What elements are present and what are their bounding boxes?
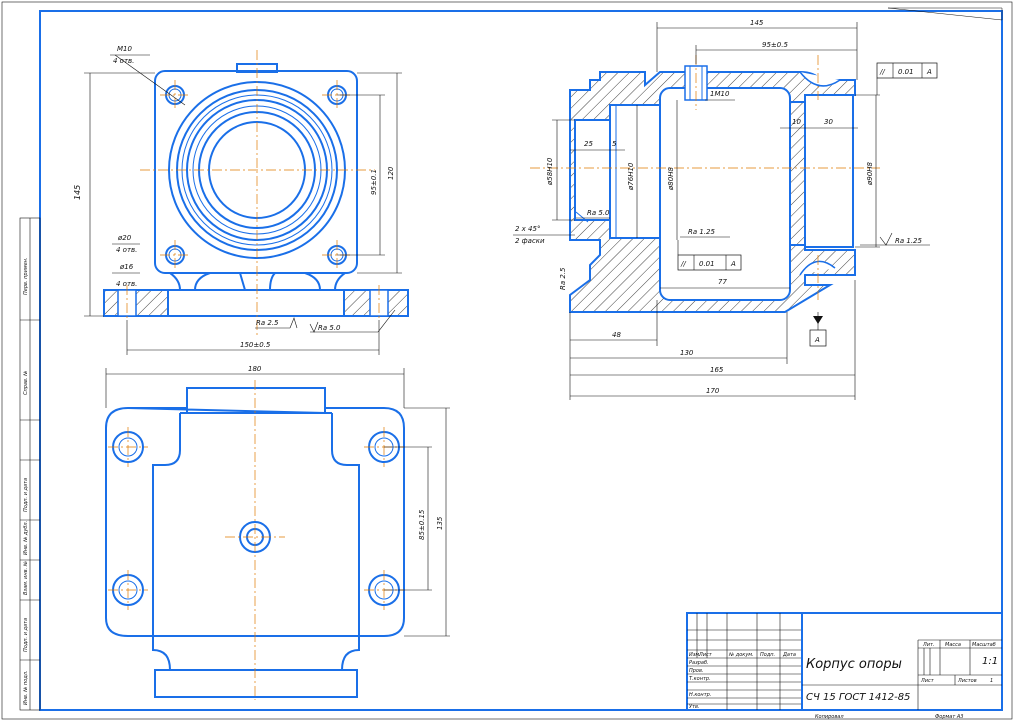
tol-datum-2: A [730, 260, 736, 268]
dim-180: 180 [248, 365, 262, 373]
section-view: 145 95±0.5 1M10 10 30 25 5 ø58H10 ø76H10… [513, 19, 938, 400]
dim-145-front: 145 [73, 185, 82, 200]
tb-col-mass: Масса [945, 642, 961, 648]
ra50-sec: Ra 5.0 [587, 209, 610, 217]
chamfer-label: 2 x 45° [515, 225, 540, 233]
dim-m10-count: 4 отв. [113, 57, 134, 65]
tb-sheets-n: 1 [990, 678, 993, 684]
tb-podp: Подп. [760, 652, 775, 658]
side-labels: Перв. примен. Справ. № Подп. и дата Инв.… [23, 257, 29, 705]
part-name: Корпус опоры [806, 657, 902, 672]
tb-col-lit: Лит. [922, 642, 935, 648]
dim-m10: M10 [117, 45, 132, 53]
tb-copied: Копировал [815, 714, 844, 720]
side-label-2: Справ. № [23, 371, 29, 395]
dim-d20: ø20 [117, 234, 132, 242]
dim-25: 25 [584, 140, 593, 148]
dim-5: 5 [612, 140, 617, 148]
tol-value-1: 0.01 [898, 68, 914, 76]
dim-95-sec: 95±0.5 [762, 41, 788, 49]
dim-77: 77 [718, 278, 727, 286]
dim-d20-count: 4 отв. [116, 246, 137, 254]
dim-d58: ø58H10 [546, 157, 554, 186]
tb-ndoc: № докум. [728, 652, 754, 658]
tb-prov: Пров. [689, 668, 704, 674]
dim-10: 10 [792, 118, 801, 126]
datum-a: A [814, 336, 820, 344]
tb-utv: Утв. [689, 704, 700, 710]
dim-d16-count: 4 отв. [116, 280, 137, 288]
tb-scale-value: 1:1 [982, 656, 998, 667]
tol-value-2: 0.01 [699, 260, 715, 268]
front-view: 145 95±0.1 120 150±0.5 M10 4 отв. ø20 4 … [73, 45, 409, 355]
title-block: Изм. Лист № докум. Подп. Дата Разраб. Пр… [686, 612, 1003, 720]
dim-d76: ø76H10 [627, 162, 635, 191]
tb-razrab: Разраб. [689, 660, 709, 666]
dim-130: 130 [680, 349, 694, 357]
dim-95-front: 95±0.1 [370, 169, 378, 195]
dim-d90: ø90H8 [866, 162, 874, 186]
dim-1m10: 1M10 [710, 90, 730, 98]
ra25-front: Ra 2.5 [256, 319, 279, 327]
top-view: 180 85±0.15 135 [105, 365, 450, 700]
side-label-1: Перв. примен. [23, 257, 29, 295]
dim-30: 30 [824, 118, 833, 126]
ra25-sec: Ra 2.5 [559, 267, 567, 290]
dim-d16: ø16 [119, 263, 134, 271]
side-label-7: Инв. № подл. [23, 671, 29, 706]
dim-48: 48 [612, 331, 621, 339]
part-material: СЧ 15 ГОСТ 1412-85 [806, 692, 910, 703]
tb-izm: Изм. [689, 652, 701, 658]
dim-d80: ø80H8 [667, 167, 675, 191]
tb-col-scale: Масштаб [972, 642, 996, 648]
tolerance-frame-1: // 0.01 A [876, 62, 938, 95]
tb-sheet: Лист [920, 678, 935, 684]
tb-sheets: Листов [957, 678, 977, 684]
dim-145-sec: 145 [750, 19, 764, 27]
side-label-3: Подп. и дата [23, 478, 29, 512]
tb-nkontr: Н.контр. [689, 692, 711, 698]
tb-tkontr: Т.контр. [689, 676, 711, 682]
tb-list: Лист [698, 652, 713, 658]
dim-135: 135 [436, 516, 444, 530]
side-label-4: Инв. № дубл. [23, 521, 29, 555]
tolerance-frame-2: // 0.01 A [677, 240, 742, 271]
side-label-6: Подп. и дата [23, 618, 29, 652]
dim-85: 85±0.15 [418, 509, 426, 540]
tol-datum-1: A [926, 68, 932, 76]
dim-165: 165 [710, 366, 724, 374]
dim-120-front: 120 [387, 166, 395, 180]
svg-text://: // [879, 68, 885, 76]
tb-format: Формат А3 [935, 714, 963, 720]
dim-150-front: 150±0.5 [240, 341, 271, 349]
tb-data: Дата [782, 652, 796, 658]
svg-text://: // [680, 260, 686, 268]
ra125-b: Ra 1.25 [895, 237, 923, 245]
dim-170: 170 [706, 387, 720, 395]
ra125-a: Ra 1.25 [688, 228, 716, 236]
ra50-front: Ra 5.0 [318, 324, 341, 332]
datum-marker: A [809, 312, 827, 347]
chamfer-count: 2 фаски [515, 237, 545, 245]
side-label-5: Взам. инв. № [23, 561, 29, 595]
